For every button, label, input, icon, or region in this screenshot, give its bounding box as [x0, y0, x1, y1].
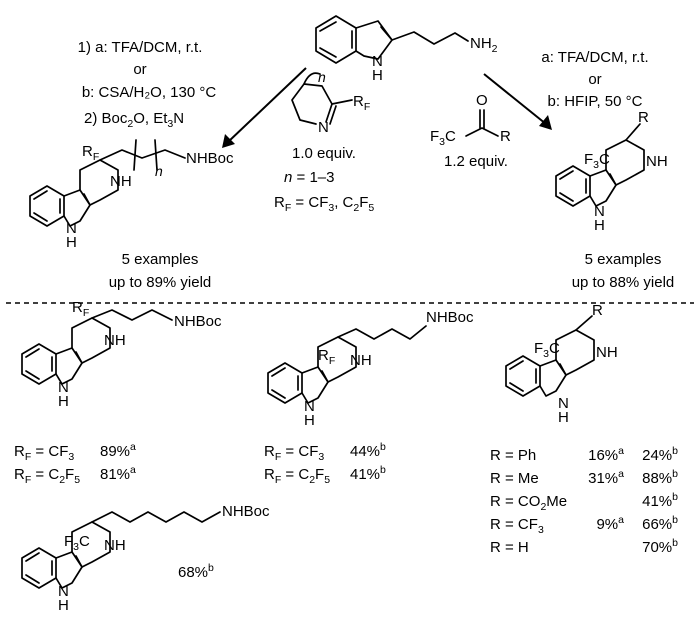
- trifluoromethyl-ketone-reagent: O F3C R 1.2 equiv.: [430, 92, 511, 170]
- example-3-yield-b-2: 41%b: [642, 491, 678, 510]
- svg-text:F3C: F3C: [584, 151, 610, 171]
- svg-text:N: N: [58, 379, 69, 396]
- svg-text:N: N: [58, 583, 69, 600]
- right-arrow: [483, 73, 552, 130]
- example-1-yield-rows: RF = CF3 89%a RF = C2F5 81%a: [14, 441, 136, 486]
- svg-text:NHBoc: NHBoc: [222, 503, 270, 520]
- svg-text:H: H: [594, 217, 605, 234]
- svg-text:F3C: F3C: [430, 128, 456, 148]
- example-3-yield-b-0: 24%b: [642, 445, 678, 464]
- svg-text:H: H: [58, 393, 69, 410]
- example-3-r-label-2: R = CO2Me: [490, 493, 567, 513]
- svg-text:R: R: [592, 302, 603, 319]
- svg-text:NHBoc: NHBoc: [186, 150, 234, 167]
- svg-text:N: N: [304, 398, 315, 415]
- example-2: RF NHBoc NH N H RF = CF3 44%b RF = C2F5 41%…: [264, 309, 474, 486]
- svg-text:NH: NH: [104, 332, 126, 349]
- example-3-yield-a-0: 16%a: [588, 445, 624, 464]
- svg-text:R: R: [638, 109, 649, 126]
- svg-text:1.0 equiv.: 1.0 equiv.: [292, 145, 356, 162]
- example-1-rf-label-0: RF = CF3: [14, 443, 74, 463]
- example-3: F3C R NH N H R = Ph 16%a 24%b R = Me 31%a 88%…: [490, 302, 678, 556]
- svg-text:RF: RF: [72, 299, 89, 319]
- example-3-r-label-0: R = Ph: [490, 447, 536, 464]
- left-product: RF n NHBoc NH N H 5 examples up to 89% y…: [29, 139, 234, 291]
- example-1-yield-0: 89%a: [100, 441, 136, 460]
- svg-text:NH: NH: [646, 153, 668, 170]
- example-2-yield-1: 41%b: [350, 464, 386, 483]
- svg-text:F3C: F3C: [64, 533, 90, 553]
- svg-text:RF = CF3, C2F5: RF = CF3, C2F5: [274, 194, 374, 214]
- example-3-yield-b-4: 70%b: [642, 537, 678, 556]
- svg-text:R: R: [500, 128, 511, 145]
- svg-text:H: H: [304, 412, 315, 429]
- svg-text:RF: RF: [318, 347, 335, 367]
- svg-text:N: N: [558, 395, 569, 412]
- svg-text:N: N: [66, 220, 77, 237]
- svg-text:2) Boc2O, Et3N: 2) Boc2O, Et3N: [84, 110, 184, 130]
- example-1-rf-label-1: RF = C2F5: [14, 466, 80, 486]
- svg-text:n = 1–3: n = 1–3: [284, 169, 334, 186]
- svg-text:a: TFA/DCM, r.t.: a: TFA/DCM, r.t.: [541, 49, 648, 66]
- example-3-yield-a-1: 31%a: [588, 468, 624, 487]
- svg-text:up to 89% yield: up to 89% yield: [109, 274, 212, 291]
- svg-text:H: H: [66, 234, 77, 251]
- svg-text:H: H: [558, 409, 569, 426]
- example-4: F3C NHBoc NH N H 68%b: [21, 503, 270, 614]
- example-3-yield-b-3: 66%b: [642, 514, 678, 533]
- example-2-yield-0: 44%b: [350, 441, 386, 460]
- svg-text:or: or: [133, 61, 146, 78]
- example-4-yield: 68%b: [178, 562, 214, 581]
- example-2-yield-rows: RF = CF3 44%b RF = C2F5 41%b: [264, 441, 386, 486]
- example-3-r-label-1: R = Me: [490, 470, 539, 487]
- svg-text:b: HFIP, 50 °C: b: HFIP, 50 °C: [548, 93, 643, 110]
- right-conditions: a: TFA/DCM, r.t. or b: HFIP, 50 °C: [541, 49, 648, 110]
- right-product: F3C R NH N H 5 examples up to 88% yield: [555, 109, 675, 291]
- svg-text:RF: RF: [82, 143, 99, 163]
- svg-text:5 examples: 5 examples: [585, 251, 662, 268]
- sm-indole-n: N: [372, 53, 383, 70]
- sm-nh2: NH2: [470, 35, 498, 55]
- example-3-yield-b-1: 88%b: [642, 468, 678, 487]
- svg-text:N: N: [594, 203, 605, 220]
- left-conditions: 1) a: TFA/DCM, r.t. or b: CSA/H₂O, 130 °…: [78, 39, 217, 130]
- sm-indole-h: H: [372, 67, 383, 84]
- svg-text:NH: NH: [350, 352, 372, 369]
- svg-text:or: or: [588, 71, 601, 88]
- example-3-yield-rows: R = Ph 16%a 24%b R = Me 31%a 88%b R = CO2Me 41%…: [490, 445, 678, 556]
- cyclic-imine-reagent: n N RF 1.0 equiv. n = 1–3 RF = CF3, C2F5: [274, 69, 374, 214]
- svg-text:b: CSA/H₂O, 130 °C: b: CSA/H₂O, 130 °C: [82, 84, 217, 101]
- example-3-r-label-3: R = CF3: [490, 516, 544, 536]
- svg-text:NH: NH: [104, 537, 126, 554]
- svg-text:NH: NH: [596, 344, 618, 361]
- example-1: RF NHBoc NH N H RF = CF3 89%a RF = C2F5 81%…: [14, 299, 222, 486]
- left-arrow: [222, 67, 307, 148]
- svg-text:1.2 equiv.: 1.2 equiv.: [444, 153, 508, 170]
- svg-text:N: N: [318, 119, 329, 136]
- example-1-yield-1: 81%a: [100, 464, 136, 483]
- svg-text:NHBoc: NHBoc: [174, 313, 222, 330]
- svg-text:H: H: [58, 597, 69, 614]
- svg-text:1) a: TFA/DCM, r.t.: 1) a: TFA/DCM, r.t.: [78, 39, 203, 56]
- svg-text:n: n: [155, 163, 163, 179]
- svg-text:up to 88% yield: up to 88% yield: [572, 274, 675, 291]
- svg-text:n: n: [318, 69, 326, 85]
- svg-text:NH: NH: [110, 173, 132, 190]
- svg-text:RF: RF: [353, 93, 370, 113]
- example-2-rf-label-0: RF = CF3: [264, 443, 324, 463]
- svg-text:NHBoc: NHBoc: [426, 309, 474, 326]
- svg-text:F3C: F3C: [534, 340, 560, 360]
- svg-text:O: O: [476, 92, 488, 109]
- example-2-rf-label-1: RF = C2F5: [264, 466, 330, 486]
- starting-material-tryptamine: NH2 N H: [315, 15, 498, 84]
- example-3-r-label-4: R = H: [490, 539, 529, 556]
- svg-text:5 examples: 5 examples: [122, 251, 199, 268]
- example-3-yield-a-3: 9%a: [596, 514, 624, 533]
